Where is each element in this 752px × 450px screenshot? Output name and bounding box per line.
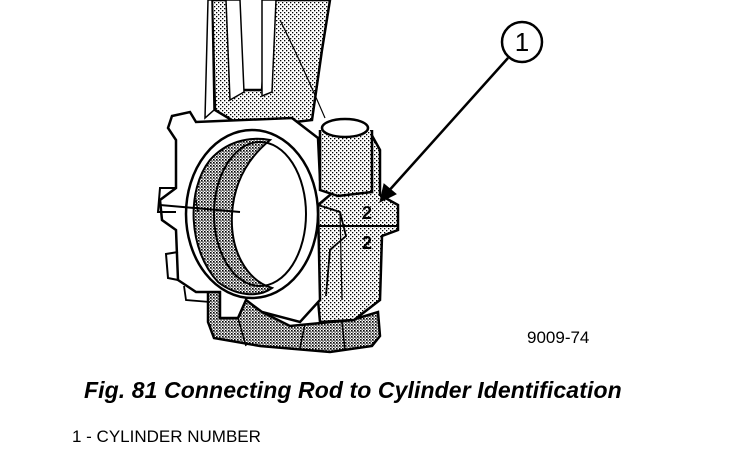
bearing-bore bbox=[184, 128, 320, 300]
callout-number: 1 bbox=[515, 27, 529, 57]
rod-beam bbox=[204, 0, 332, 130]
figure-caption: Fig. 81 Connecting Rod to Cylinder Ident… bbox=[84, 377, 622, 403]
figure-reference-code: 9009-74 bbox=[527, 328, 589, 347]
bolt-boss bbox=[318, 117, 374, 198]
cylinder-number-stamp-rod: 2 bbox=[362, 203, 372, 223]
legend-item: 1 - CYLINDER NUMBER bbox=[72, 427, 261, 446]
cylinder-number-stamp-cap: 2 bbox=[362, 233, 372, 253]
callout-marker: 1 bbox=[500, 20, 544, 64]
cap-parting-line bbox=[159, 199, 398, 227]
callout-leader-arrow bbox=[379, 57, 509, 203]
